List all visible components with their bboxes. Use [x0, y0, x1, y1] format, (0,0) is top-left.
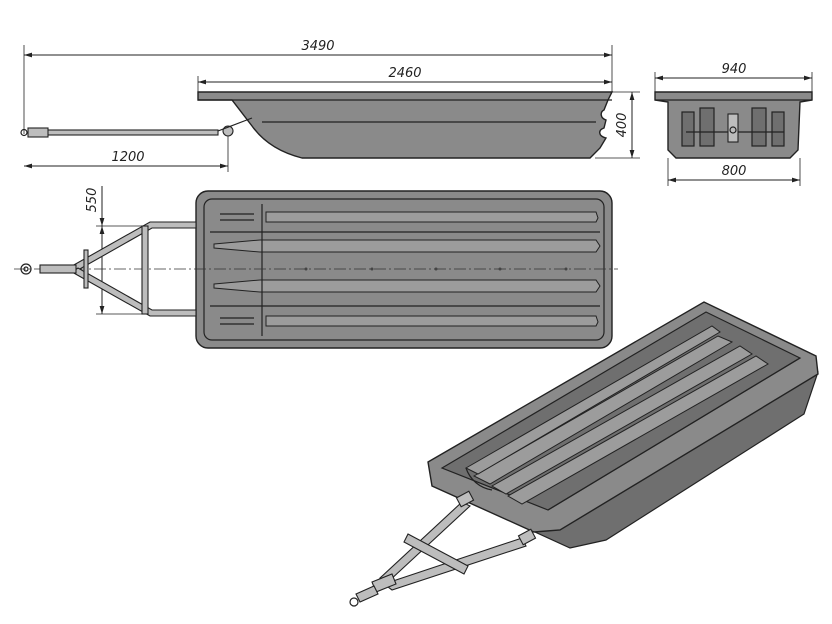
top-view: 550 — [14, 186, 618, 349]
side-view: 3490 2460 400 1200 — [20, 39, 640, 172]
dim-overall-length: 3490 — [301, 39, 334, 54]
sled-body-side — [197, 91, 614, 159]
isometric-view — [349, 301, 819, 607]
drawbar-top — [20, 221, 197, 317]
sled-body-top — [195, 190, 613, 349]
dim-width-inner: 800 — [722, 164, 747, 179]
drawbar-iso — [349, 490, 537, 607]
dim-drawbar-length: 1200 — [111, 150, 144, 165]
front-view: 940 800 — [654, 62, 813, 186]
drawbar-side — [20, 117, 253, 138]
dim-body-length: 2460 — [388, 66, 421, 81]
dim-width-outer: 940 — [722, 62, 747, 77]
dim-height: 400 — [615, 113, 630, 138]
dim-hitch-width: 550 — [85, 188, 100, 213]
